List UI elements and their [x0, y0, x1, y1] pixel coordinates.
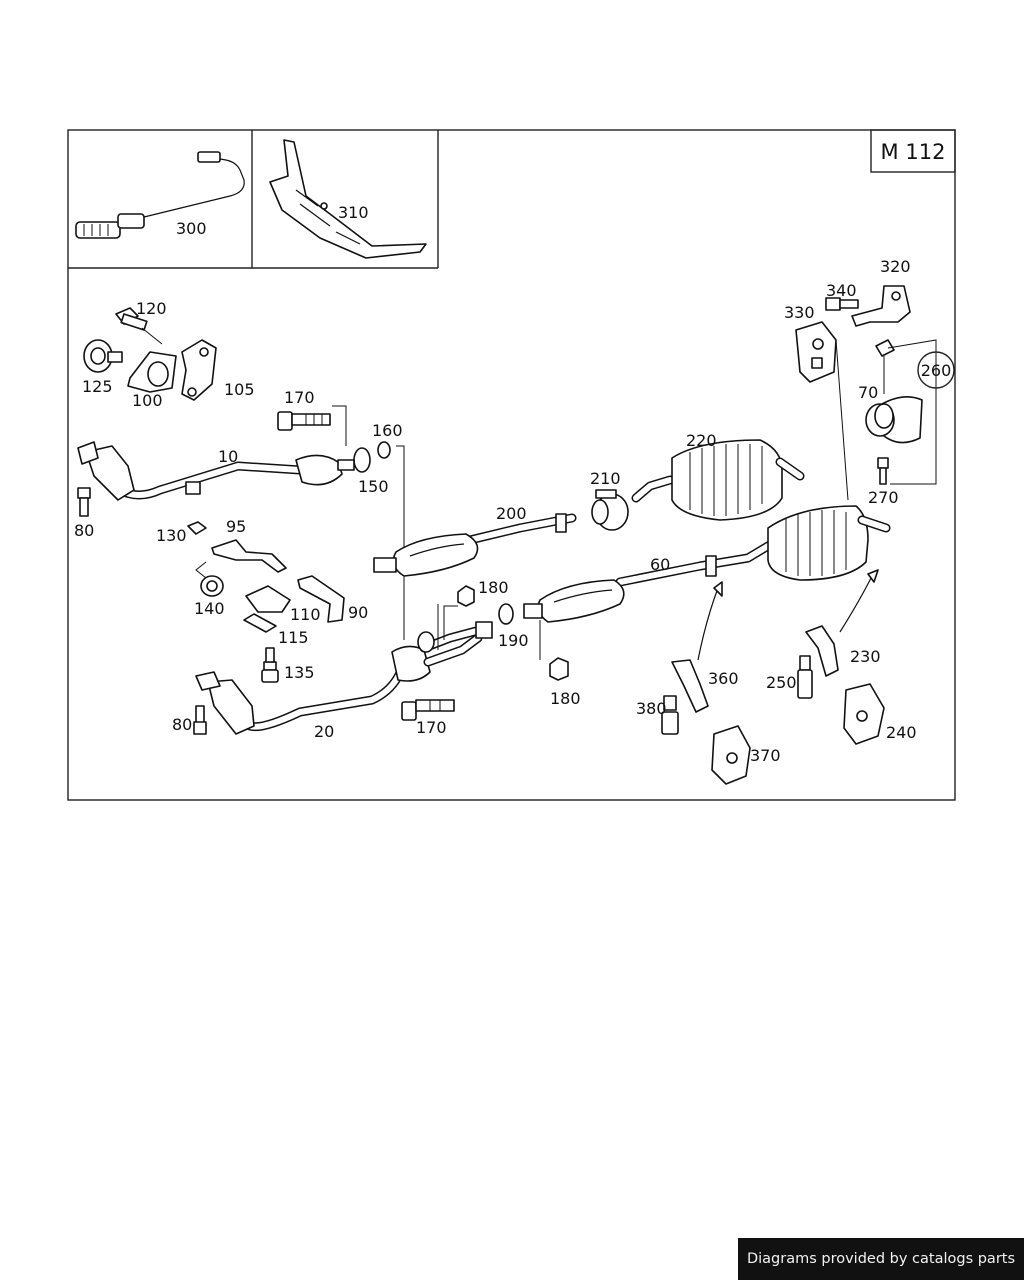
callout-95: 95: [226, 517, 246, 536]
callout-200: 200: [496, 504, 527, 523]
callout-210: 210: [590, 469, 621, 488]
callout-180-top: 180: [478, 578, 509, 597]
callout-105: 105: [224, 380, 255, 399]
callout-125: 125: [82, 377, 113, 396]
tailpipe-group-260: [865, 339, 955, 485]
callout-120: 120: [136, 299, 167, 318]
callout-180-bottom: 180: [550, 689, 581, 708]
bolt-170-bottom: [401, 699, 455, 721]
callout-240: 240: [886, 723, 917, 742]
nut-180-bottom: [549, 657, 569, 681]
model-code-box: [870, 129, 956, 173]
callout-20: 20: [314, 722, 334, 741]
hanger-360-370: [661, 581, 751, 785]
front-pipe-20: [195, 621, 493, 735]
callout-130: 130: [156, 526, 187, 545]
callout-110: 110: [290, 605, 321, 624]
nut-180-top: [443, 585, 475, 640]
heat-shield-310: [269, 139, 427, 259]
bracket-group-90-140: [187, 521, 345, 683]
bracket-320: [851, 285, 911, 327]
callout-170-top: 170: [284, 388, 315, 407]
callout-250: 250: [766, 673, 797, 692]
bolt-340: [825, 297, 859, 311]
callout-260: 260: [921, 361, 952, 380]
hanger-230-240: [797, 569, 885, 745]
leader-330: [835, 339, 849, 501]
callout-360: 360: [708, 669, 739, 688]
diagram-frame: [67, 129, 956, 801]
front-pipe-10: [77, 441, 355, 501]
callout-230: 230: [850, 647, 881, 666]
credit-banner: Diagrams provided by catalogs parts: [738, 1238, 1024, 1280]
oxygen-sensor-300: [75, 151, 245, 239]
center-pipe-60: [523, 541, 773, 623]
callout-60: 60: [650, 555, 670, 574]
bolt-80-bottom: [193, 705, 207, 735]
bolt-80-top: [77, 487, 91, 517]
bolt-170-top: [277, 405, 347, 446]
callout-90: 90: [348, 603, 368, 622]
callout-135: 135: [284, 663, 315, 682]
callout-310: 310: [338, 203, 369, 222]
callout-10: 10: [218, 447, 238, 466]
callout-220: 220: [686, 431, 717, 450]
muffler-220: [631, 439, 805, 521]
callout-320: 320: [880, 257, 911, 276]
clamp-210: [591, 489, 629, 531]
gasket-150: [353, 447, 371, 473]
callout-80-top: 80: [74, 521, 94, 540]
callout-140: 140: [194, 599, 225, 618]
callout-115: 115: [278, 628, 309, 647]
center-pipe-200: [373, 513, 577, 577]
callout-100: 100: [132, 391, 163, 410]
callout-370: 370: [750, 746, 781, 765]
callout-70: 70: [858, 383, 878, 402]
callout-160: 160: [372, 421, 403, 440]
callout-270: 270: [868, 488, 899, 507]
callout-300: 300: [176, 219, 207, 238]
callout-330: 330: [784, 303, 815, 322]
callout-190: 190: [498, 631, 529, 650]
ring-160: [377, 441, 391, 459]
hanger-group-100-125: [83, 307, 217, 401]
callout-150: 150: [358, 477, 389, 496]
hanger-330: [795, 321, 837, 383]
callout-80-bottom: 80: [172, 715, 192, 734]
callout-380: 380: [636, 699, 667, 718]
ring-190: [498, 603, 514, 625]
leader-160: [396, 445, 405, 640]
model-code: M 112: [881, 140, 946, 164]
callout-340: 340: [826, 281, 857, 300]
rear-muffler: [767, 505, 891, 581]
callout-170-bottom: 170: [416, 718, 447, 737]
